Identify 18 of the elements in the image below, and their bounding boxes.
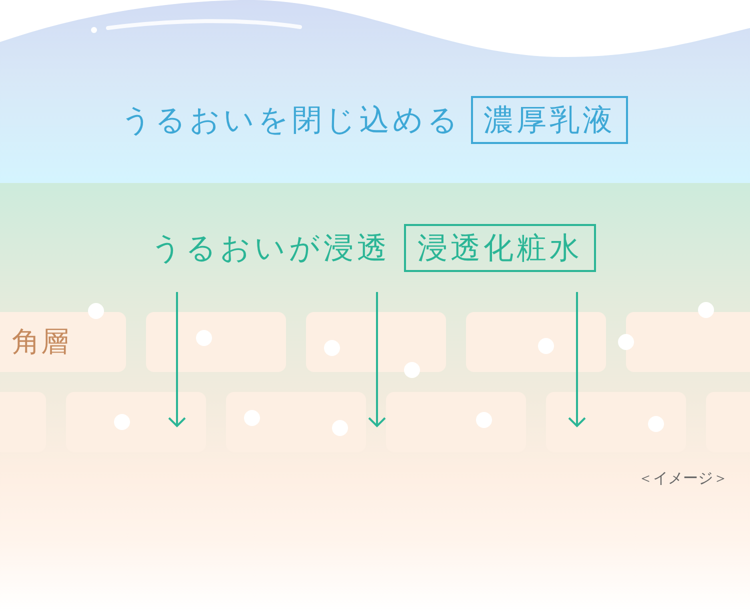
skin-cell — [226, 392, 366, 452]
skin-cell — [626, 312, 750, 372]
arrow — [368, 292, 386, 427]
skin-cell — [146, 312, 286, 372]
layer-label: 角層 — [12, 324, 70, 360]
skin-cell — [546, 392, 686, 452]
label-frame: 濃厚乳液 — [471, 96, 628, 144]
skin-cell — [0, 312, 126, 372]
arrow — [568, 292, 586, 427]
skin-cell — [386, 392, 526, 452]
label-frame: 浸透化粧水 — [404, 224, 596, 272]
skin-cell — [306, 312, 446, 372]
caption-text: うるおいを閉じ込める — [121, 102, 461, 140]
caption-text: ＜イメージ＞ — [638, 469, 728, 488]
arrow — [168, 292, 186, 427]
caption-text: うるおいが浸透 — [151, 230, 390, 268]
skin-cell — [466, 312, 606, 372]
skin-cell — [66, 392, 206, 452]
